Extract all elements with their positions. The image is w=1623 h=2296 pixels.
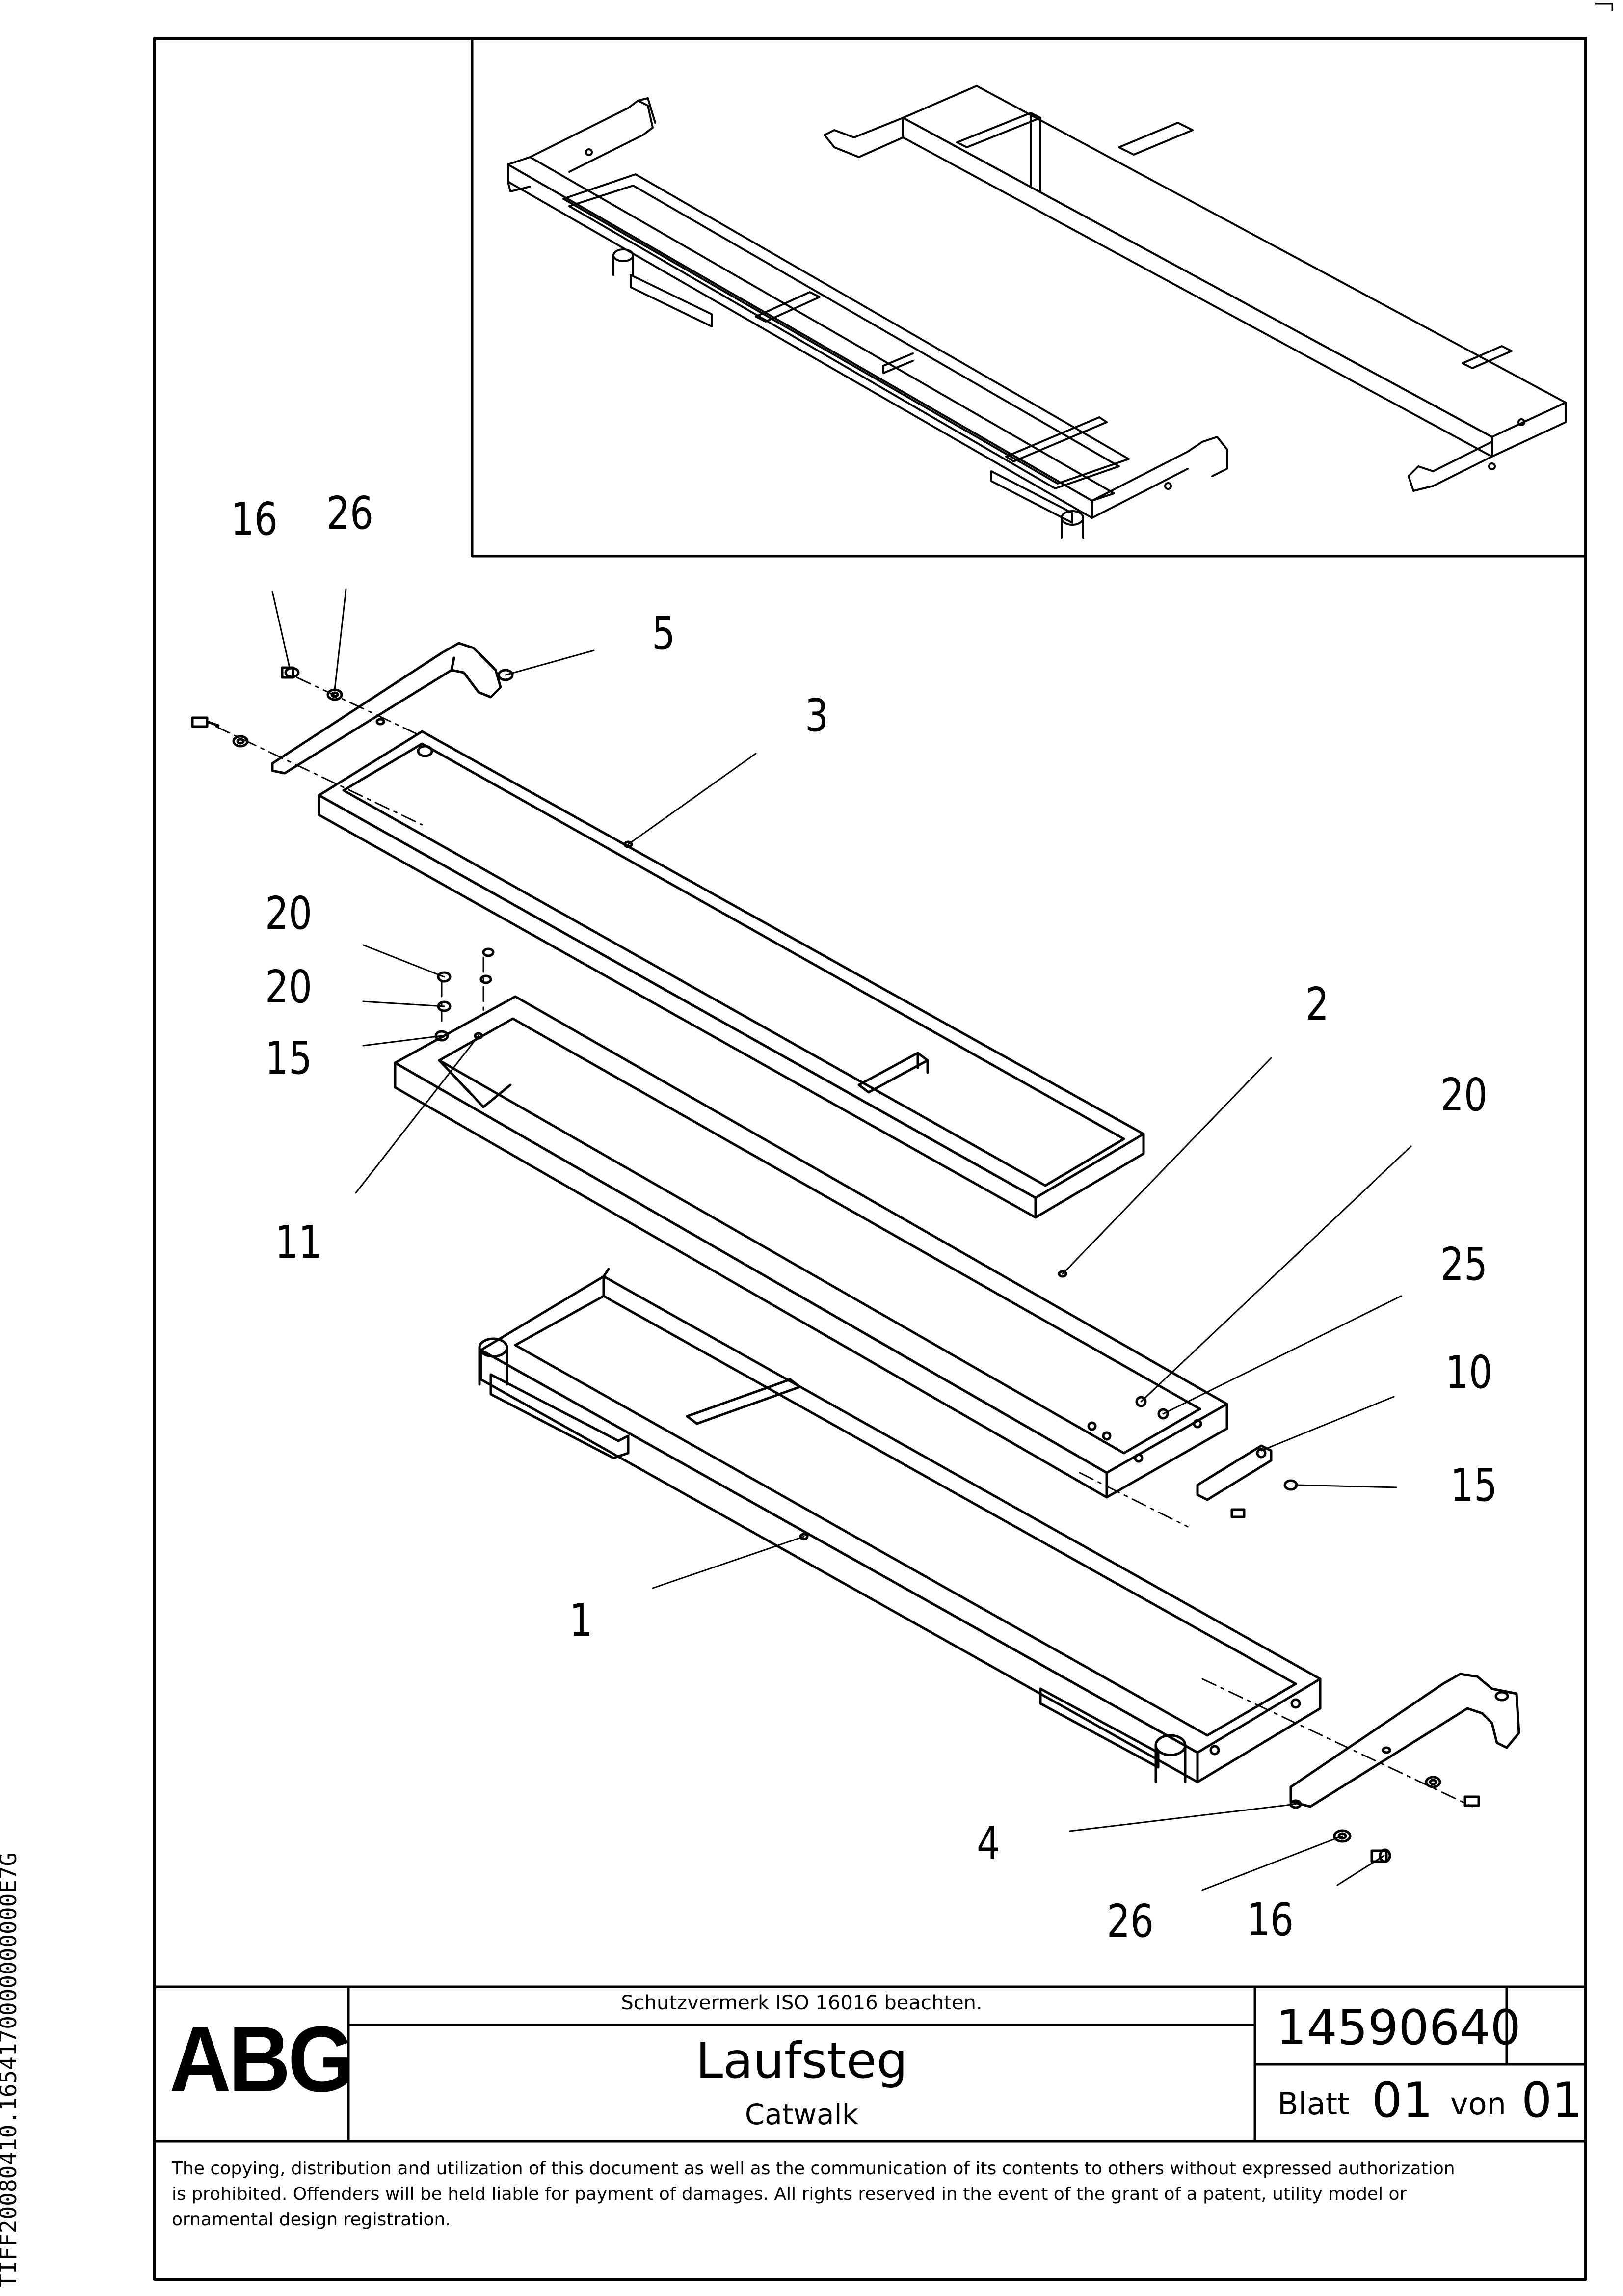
title-block-grid [153, 1985, 1587, 2143]
corner-mark [1595, 3, 1613, 11]
callout-5: 5 [652, 607, 676, 660]
callout-4: 4 [977, 1817, 1001, 1870]
callout-26-bottom: 26 [1107, 1895, 1154, 1947]
hardware-16-26-top [191, 666, 343, 748]
hardware-16-26-bottom [1333, 1776, 1480, 1863]
callout-11: 11 [275, 1216, 322, 1269]
callout-1: 1 [569, 1594, 593, 1647]
inset-assembly-left [507, 97, 1228, 539]
callout-26-top: 26 [326, 487, 374, 540]
drawing-title-de: Laufsteg [695, 2032, 908, 2089]
of-label: von [1450, 2086, 1506, 2122]
copyright-line-2: is prohibited. Offenders will be held li… [172, 2184, 1407, 2204]
drawing-title-en: Catwalk [745, 2098, 859, 2131]
inset-view-frame [471, 37, 1587, 558]
part-1-frame [478, 1268, 1322, 1783]
drawing-number: 14590640 [1276, 2000, 1521, 2056]
company-logo: ABG [169, 2007, 354, 2111]
callout-25: 25 [1440, 1238, 1488, 1291]
part-2-frame [394, 995, 1228, 1499]
sheet-label: Blatt [1277, 2086, 1350, 2122]
callout-3: 3 [805, 689, 829, 742]
protection-note: Schutzvermerk ISO 16016 beachten. [621, 1992, 983, 2014]
hardware-20-20-15 [434, 947, 495, 1042]
inset-assembly-right [824, 85, 1567, 492]
callout-16-bottom: 16 [1247, 1893, 1294, 1946]
sheet-number: 01 [1372, 2073, 1433, 2129]
callout-2: 2 [1305, 978, 1330, 1030]
callout-20-b: 20 [265, 961, 313, 1013]
side-file-label: TIFF20080410.1654170000000000E7G [0, 1852, 22, 2288]
part-10-plate [1196, 1444, 1298, 1518]
part-4-bracket [1289, 1673, 1520, 1809]
part-3-frame [318, 730, 1145, 1219]
assembly-centerlines [215, 676, 1473, 1808]
callout-15-a: 15 [265, 1032, 313, 1084]
copyright-line-1: The copying, distribution and utilizatio… [172, 2159, 1455, 2179]
callout-15-b: 15 [1450, 1459, 1498, 1512]
callout-16-top: 16 [231, 493, 278, 545]
part-5-bracket [271, 642, 514, 775]
outer-frame [153, 37, 1587, 2281]
callout-20-c: 20 [1440, 1069, 1488, 1121]
callout-10: 10 [1445, 1346, 1493, 1399]
sheet-total: 01 [1521, 2073, 1583, 2129]
copyright-line-3: ornamental design registration. [172, 2210, 451, 2230]
callout-20-a: 20 [265, 887, 313, 940]
leader-lines [271, 588, 1412, 1891]
